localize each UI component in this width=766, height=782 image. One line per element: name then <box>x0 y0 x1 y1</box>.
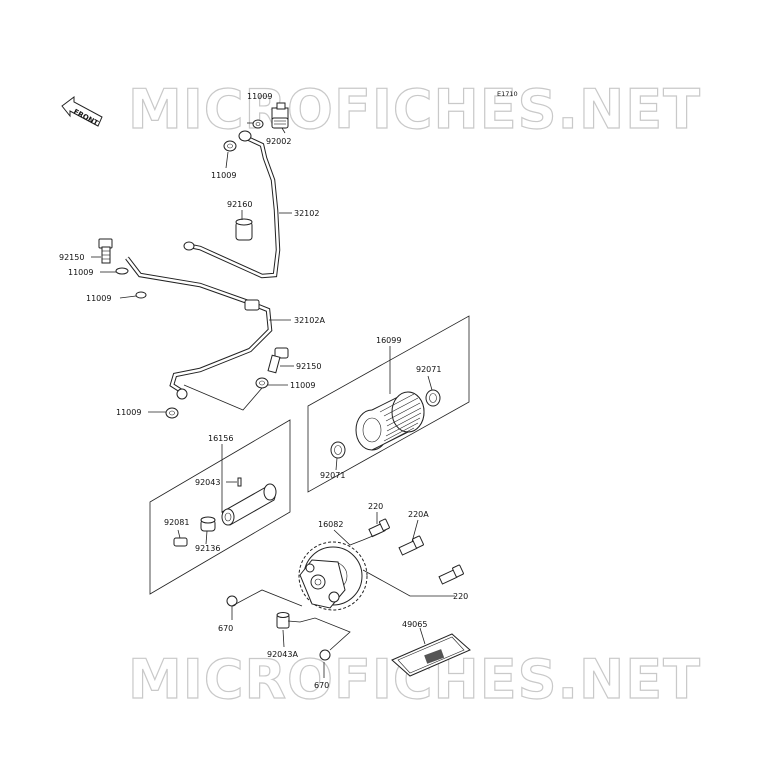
oil-filter-group-box <box>307 315 470 493</box>
relief-valve-group-box <box>149 419 291 595</box>
bolt-220A <box>398 535 424 556</box>
washer-11009 <box>165 407 179 419</box>
label-11009: 11009 <box>116 408 141 417</box>
label-670: 670 <box>218 624 233 633</box>
label-92160: 92160 <box>227 200 252 209</box>
oil-screen-49065 <box>391 633 471 677</box>
label-11009: 11009 <box>86 294 111 303</box>
label-92150: 92150 <box>296 362 321 371</box>
label-92043: 92043 <box>195 478 220 487</box>
oil-filter-16099 <box>355 391 425 451</box>
pipe-end-fitting <box>238 130 252 142</box>
bolt-220 <box>368 518 390 538</box>
front-arrow-icon: FRONT <box>61 96 103 127</box>
label-32102A: 32102A <box>294 316 325 325</box>
diagram-code: E1710 <box>497 90 518 98</box>
label-92071: 92071 <box>320 471 345 480</box>
label-11009: 11009 <box>68 268 93 277</box>
label-670: 670 <box>314 681 329 690</box>
relief-valve-16156 <box>221 483 277 526</box>
oil-pump-16082 <box>298 541 368 611</box>
label-92043A: 92043A <box>267 650 298 659</box>
washer-11009 <box>115 267 129 275</box>
label-220: 220 <box>453 592 468 601</box>
pin-92043A <box>276 612 290 629</box>
spring-92081 <box>173 537 188 547</box>
banjo-bolt-92150 <box>98 238 113 264</box>
label-220A: 220A <box>408 510 429 519</box>
sleeve-92160 <box>235 218 253 241</box>
oil-pipe-32102 <box>183 130 281 279</box>
washer-11009 <box>223 140 237 152</box>
banjo-bolt-92002 <box>271 102 289 129</box>
label-92136: 92136 <box>195 544 220 553</box>
watermark-top: MICROFICHES.NET <box>128 78 701 141</box>
label-92081: 92081 <box>164 518 189 527</box>
banjo-bolt-92150 <box>267 347 289 374</box>
label-11009: 11009 <box>247 92 272 101</box>
o-ring-92071 <box>330 441 346 459</box>
label-11009: 11009 <box>290 381 315 390</box>
washer-11009 <box>252 119 264 129</box>
label-49065: 49065 <box>402 620 427 629</box>
bolt-220 <box>438 564 464 585</box>
oil-pipe-32102A <box>125 256 273 400</box>
label-11009: 11009 <box>211 171 236 180</box>
o-ring-670 <box>319 649 331 661</box>
valve-92136 <box>200 516 216 532</box>
pin-92043 <box>237 477 242 487</box>
label-92071: 92071 <box>416 365 441 374</box>
label-16082: 16082 <box>318 520 343 529</box>
o-ring-92071 <box>425 389 441 407</box>
label-92002: 92002 <box>266 137 291 146</box>
label-220: 220 <box>368 502 383 511</box>
label-16156: 16156 <box>208 434 233 443</box>
pipe-clamp <box>244 299 260 311</box>
label-92150: 92150 <box>59 253 84 262</box>
washer-11009 <box>135 291 147 299</box>
label-32102: 32102 <box>294 209 319 218</box>
label-16099: 16099 <box>376 336 401 345</box>
washer-11009 <box>255 377 269 389</box>
